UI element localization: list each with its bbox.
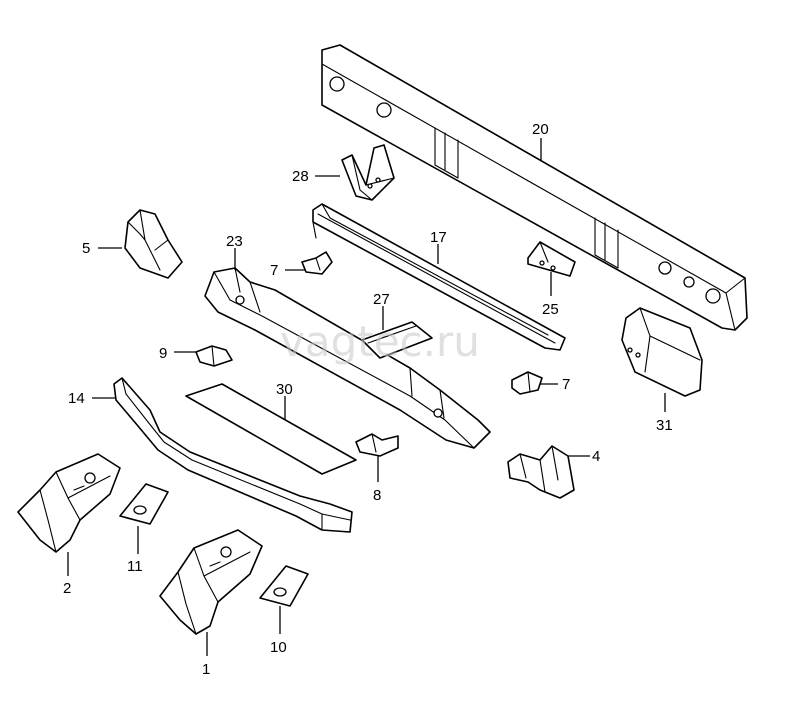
part-10-plate <box>259 565 309 607</box>
part-2-bracket-assembly <box>17 453 121 553</box>
callout-1: 1 <box>202 661 210 678</box>
part-14-side-rail <box>113 377 353 533</box>
callout-7-lower: 7 <box>562 376 570 393</box>
callout-31: 31 <box>656 417 673 434</box>
callout-20: 20 <box>532 121 549 138</box>
callout-28: 28 <box>292 168 309 185</box>
callout-2: 2 <box>63 580 71 597</box>
part-17-cross-rail <box>312 203 566 351</box>
part-30-pad <box>185 383 357 475</box>
callout-30: 30 <box>276 381 293 398</box>
part-4-bracket <box>507 445 575 499</box>
part-7-clip-upper <box>301 251 333 275</box>
part-9-clip <box>195 345 233 367</box>
part-20-bumper-beam <box>321 44 748 331</box>
callout-11: 11 <box>127 558 143 575</box>
part-8-clip <box>355 433 399 457</box>
leader-lines <box>67 138 666 656</box>
part-31-end-cap <box>621 307 703 397</box>
callout-7-upper: 7 <box>270 262 278 279</box>
part-5-bracket <box>124 209 183 279</box>
part-28-bracket <box>341 144 395 201</box>
callout-9: 9 <box>159 345 167 362</box>
part-7-clip-lower <box>511 371 543 395</box>
callout-23: 23 <box>226 233 243 250</box>
part-25-bracket <box>527 241 576 277</box>
callout-10: 10 <box>270 639 287 656</box>
watermark-text: vagtec.ru <box>280 317 480 366</box>
callout-8: 8 <box>373 487 381 504</box>
callout-4: 4 <box>592 448 600 465</box>
part-11-plate <box>119 483 169 525</box>
callout-27: 27 <box>373 291 390 308</box>
part-27-plate <box>361 321 433 359</box>
callout-17: 17 <box>430 229 447 246</box>
part-1-bracket-assembly <box>159 529 263 635</box>
part-23-cross-member <box>204 267 491 449</box>
callout-14: 14 <box>68 390 85 407</box>
callout-5: 5 <box>82 240 90 257</box>
callout-25: 25 <box>542 301 559 318</box>
callout-numbers: 20 28 17 5 23 7 25 27 9 7 31 14 30 4 8 2… <box>63 121 673 678</box>
